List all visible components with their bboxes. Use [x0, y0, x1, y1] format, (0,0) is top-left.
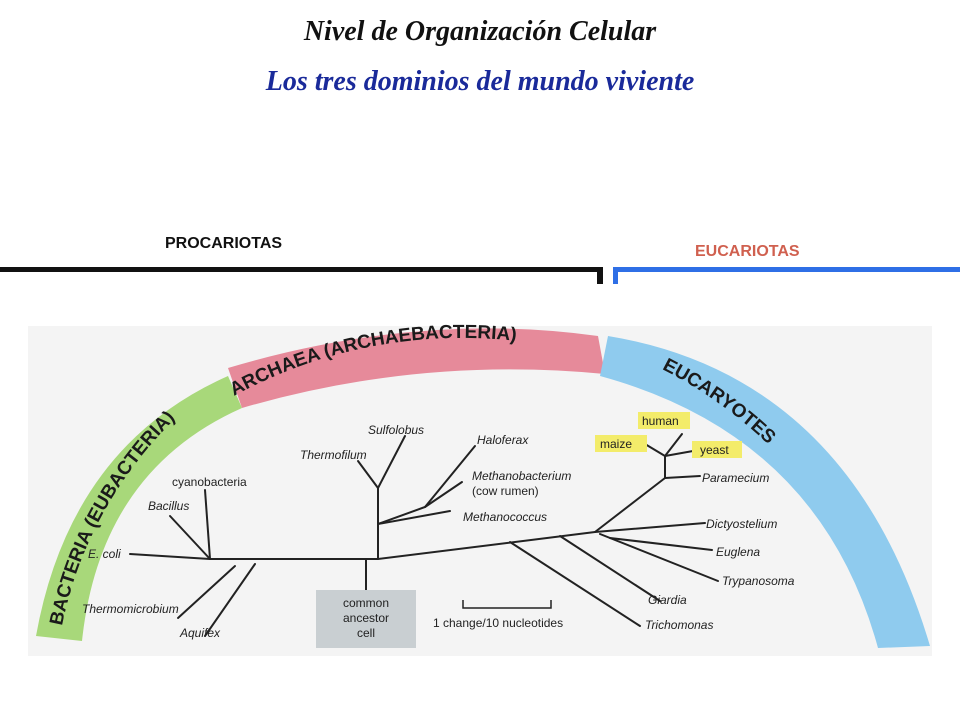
label-trichomonas: Trichomonas: [645, 618, 713, 632]
tree-branches: [129, 433, 719, 637]
label-bacillus: Bacillus: [148, 499, 189, 513]
phylogenetic-tree: BACTERIA (EUBACTERIA) ARCHAEA (ARCHAEBAC…: [28, 322, 932, 656]
page-title: Nivel de Organización Celular: [303, 16, 657, 47]
label-human: human: [642, 414, 679, 428]
label-methanococcus: Methanococcus: [463, 510, 547, 524]
label-yeast: yeast: [700, 443, 729, 457]
label-euglena: Euglena: [716, 545, 760, 559]
human-highlight: [638, 412, 690, 429]
common-ancestor-box: common ancestor cell: [316, 590, 416, 648]
eukarya-band: [600, 336, 930, 648]
label-haloferax: Haloferax: [477, 433, 529, 447]
group-brackets: [0, 267, 960, 284]
label-sulfolobus: Sulfolobus: [368, 423, 424, 437]
label-giardia: Giardia: [648, 593, 687, 607]
yeast-highlight: [692, 441, 742, 458]
eukaryotes-bracket: [613, 267, 960, 284]
ancestor-line3: cell: [357, 626, 375, 640]
scale-label: 1 change/10 nucleotides: [433, 616, 563, 630]
page-subtitle: Los tres dominios del mundo viviente: [265, 66, 695, 97]
prokaryotes-bracket: [0, 267, 603, 284]
label-paramecium: Paramecium: [702, 471, 769, 485]
eukaryotes-label: EUCARIOTAS: [695, 243, 800, 260]
label-trypanosoma: Trypanosoma: [722, 574, 795, 588]
archaea-band: [228, 328, 605, 408]
label-cyanobacteria: cyanobacteria: [172, 475, 247, 489]
label-ecoli: E. coli: [88, 547, 121, 561]
ancestor-line1: common: [343, 596, 389, 610]
maize-highlight: [595, 435, 647, 452]
label-thermofilum: Thermofilum: [300, 448, 367, 462]
label-dictyostelium: Dictyostelium: [706, 517, 777, 531]
label-thermomicrobium: Thermomicrobium: [82, 602, 179, 616]
bacteria-band: [36, 376, 242, 641]
diagram-background: [28, 326, 932, 656]
label-maize: maize: [600, 437, 632, 451]
label-methanobacterium: Methanobacterium: [472, 469, 571, 483]
label-cow-rumen: (cow rumen): [472, 484, 539, 498]
ancestor-line2: ancestor: [343, 611, 389, 625]
prokaryotes-label: PROCARIOTAS: [165, 235, 283, 252]
scale-bar: 1 change/10 nucleotides: [433, 600, 563, 630]
label-aquifex: Aquifex: [179, 626, 221, 640]
